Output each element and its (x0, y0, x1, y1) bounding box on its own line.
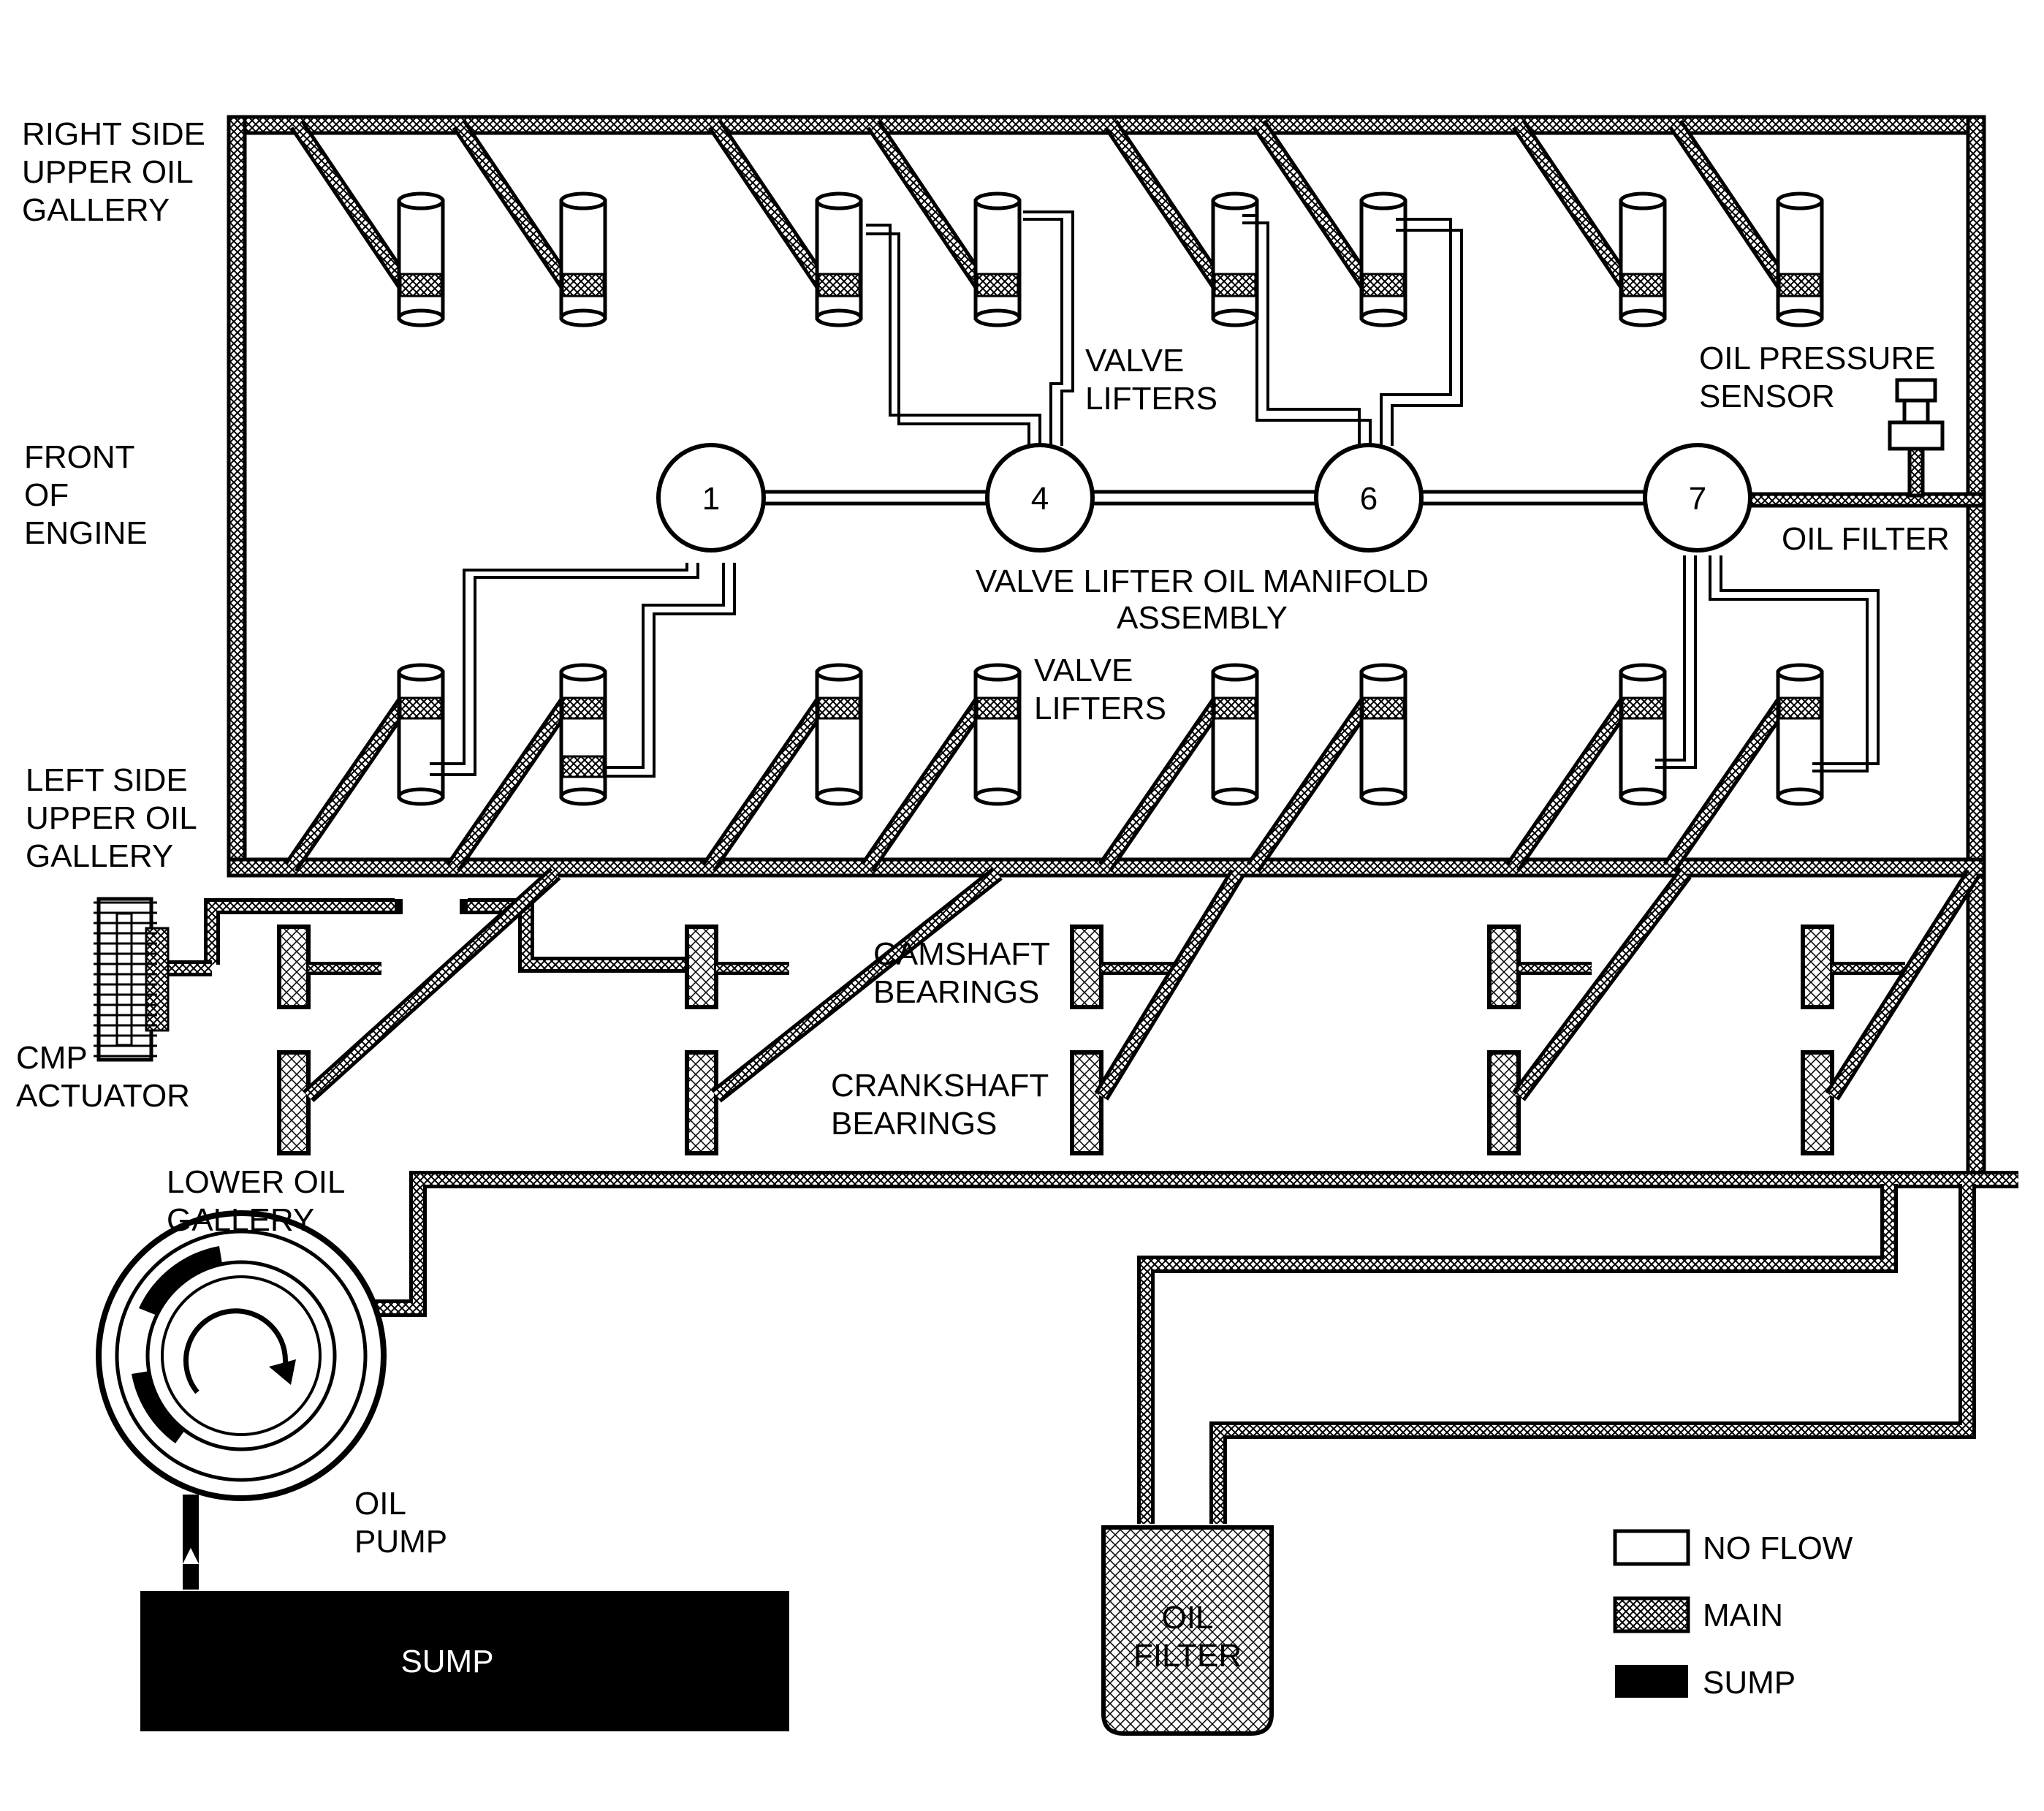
camshaft-bearing (1487, 925, 1521, 1009)
front-wall-pipe (227, 115, 247, 878)
legend-label-main: MAIN (1703, 1598, 1783, 1633)
port-label-7: 7 (1689, 481, 1706, 517)
rear-wall-pipe (1966, 115, 1986, 1179)
left-gallery-label-2: UPPER OIL (26, 800, 197, 836)
oil-filter-line (1744, 492, 1986, 508)
upper-valve-lifter (397, 191, 445, 327)
camshaft-bearing (1801, 925, 1834, 1009)
upper-valve-lifter (559, 191, 607, 327)
upper-valve-lifter (973, 191, 1022, 327)
lower-oil-gallery (307, 1171, 2018, 1317)
crankshaft-bearings-label-1: CRANKSHAFT (831, 1068, 1049, 1104)
front-label-1: FRONT (24, 439, 135, 475)
lower-gallery-label-2: GALLERY (167, 1202, 314, 1238)
upper-valve-lifter (1211, 191, 1259, 327)
camshaft-bearing (277, 925, 311, 1009)
oil-filter-canister (1101, 1525, 1274, 1736)
text-labels: RIGHT SIDE UPPER OIL GALLERY FRONT OF EN… (16, 116, 1950, 1679)
right-gallery-label-1: RIGHT SIDE (22, 116, 205, 152)
right-gallery-label-3: GALLERY (22, 192, 170, 228)
lower-valve-lifter (1619, 663, 1667, 806)
oil-pressure-sensor (1888, 378, 1945, 498)
lower-valve-lifter (1359, 663, 1407, 806)
cmp-actuator (94, 897, 170, 1062)
crankshaft-bearing (277, 1050, 311, 1155)
cmp-actuator-label-1: CMP (16, 1040, 88, 1076)
crankshaft-bearing (1801, 1050, 1834, 1155)
upper-valve-lifter (1619, 191, 1667, 327)
oil-pump-label-2: PUMP (354, 1524, 447, 1560)
manifold-lifter-lines (430, 210, 1880, 778)
oil-pressure-sensor-label-2: SENSOR (1699, 379, 1835, 414)
legend-swatch-no-flow (1613, 1529, 1690, 1566)
front-label-2: OF (24, 477, 69, 513)
oil-pump-label-1: OIL (354, 1486, 406, 1522)
oil-filter-side-label: OIL FILTER (1782, 521, 1950, 557)
valve-lifter-oil-manifold: 1 4 6 7 (430, 210, 1880, 778)
sump-reservoir (140, 1591, 789, 1731)
manifold-port-1 (656, 443, 766, 553)
crankshaft-bearing (1070, 1050, 1103, 1155)
front-label-3: ENGINE (24, 515, 148, 551)
oil-pressure-sensor-label-1: OIL PRESSURE (1699, 341, 1936, 376)
port-label-4: 4 (1031, 481, 1049, 517)
valve-lifters-bottom-label-2: LIFTERS (1034, 691, 1166, 726)
camshaft-bearing (1070, 925, 1103, 1009)
camshaft-bearings-label-2: BEARINGS (873, 974, 1039, 1010)
crankshaft-bearing (1487, 1050, 1521, 1155)
upper-valve-lifter (1359, 191, 1407, 327)
camshaft-bearing (685, 925, 718, 1009)
legend-label-sump: SUMP (1703, 1665, 1796, 1701)
valve-lifters-top-label-1: VALVE (1085, 343, 1184, 379)
upper-lifter-row (289, 119, 1824, 327)
legend-swatch-main (1613, 1596, 1690, 1633)
manifold-label-1: VALVE LIFTER OIL MANIFOLD (976, 563, 1429, 599)
lower-valve-lifter (973, 663, 1022, 806)
manifold-label-2: ASSEMBLY (1117, 600, 1288, 636)
cmp-actuator-label-2: ACTUATOR (16, 1078, 190, 1114)
bearing-galleries (168, 867, 1980, 1155)
port-label-1: 1 (702, 481, 720, 517)
upper-valve-lifter (815, 191, 863, 327)
oil-pump (96, 1210, 387, 1590)
manifold-port-7 (1643, 443, 1752, 553)
right-gallery-label-2: UPPER OIL (22, 154, 194, 190)
lower-valve-lifter (559, 663, 607, 806)
oil-filter-label-1: OIL (1162, 1600, 1214, 1636)
sump-label: SUMP (400, 1644, 493, 1679)
lower-valve-lifter (397, 663, 445, 806)
port-label-6: 6 (1360, 481, 1378, 517)
crankshaft-bearing (685, 1050, 718, 1155)
lower-lifter-row (284, 663, 1824, 873)
oil-filter-label-2: FILTER (1133, 1638, 1242, 1674)
left-gallery-label-3: GALLERY (26, 838, 173, 874)
lower-gallery-label-1: LOWER OIL (167, 1164, 346, 1200)
oil-filter-circuit (1101, 1184, 1976, 1736)
legend-swatch-sump (1615, 1665, 1688, 1698)
lower-valve-lifter (1211, 663, 1259, 806)
camshaft-bearings-label-1: CAMSHAFT (873, 936, 1050, 972)
lower-valve-lifter (1776, 663, 1824, 806)
lower-valve-lifter (815, 663, 863, 806)
valve-lifters-top-label-2: LIFTERS (1085, 381, 1217, 417)
left-gallery-label-1: LEFT SIDE (26, 762, 188, 798)
legend: NO FLOW MAIN SUMP (1613, 1529, 1853, 1701)
upper-valve-lifter (1776, 191, 1824, 327)
legend-label-no-flow: NO FLOW (1703, 1530, 1853, 1566)
valve-lifters-bottom-label-1: VALVE (1034, 653, 1133, 688)
manifold-rail (758, 490, 1712, 506)
engine-block-frame (227, 115, 1986, 1179)
crankshaft-bearings-label-2: BEARINGS (831, 1106, 997, 1142)
